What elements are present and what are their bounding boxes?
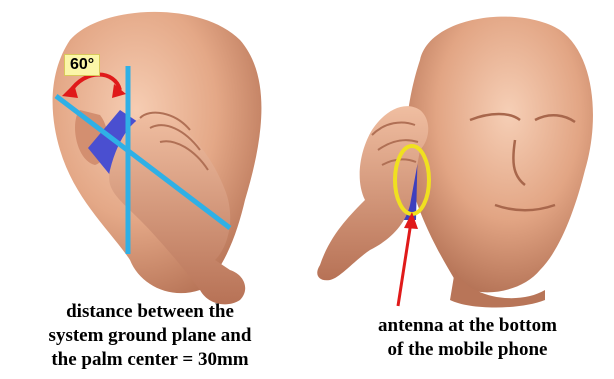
left-caption-line-1: distance between the — [0, 300, 300, 324]
right-caption-line-2: of the mobile phone — [330, 338, 605, 362]
left-caption-line-3: the palm center = 30mm — [0, 348, 300, 372]
right-head — [406, 17, 593, 293]
right-caption: antenna at the bottom of the mobile phon… — [330, 314, 605, 362]
antenna-pointer-arrow — [398, 222, 411, 306]
right-caption-line-1: antenna at the bottom — [330, 314, 605, 338]
right-arm-hand — [317, 106, 428, 280]
right-head-with-hand — [317, 17, 593, 308]
left-caption-line-2: system ground plane and — [0, 324, 300, 348]
left-caption: distance between the system ground plane… — [0, 300, 300, 372]
angle-label: 60° — [64, 54, 100, 76]
